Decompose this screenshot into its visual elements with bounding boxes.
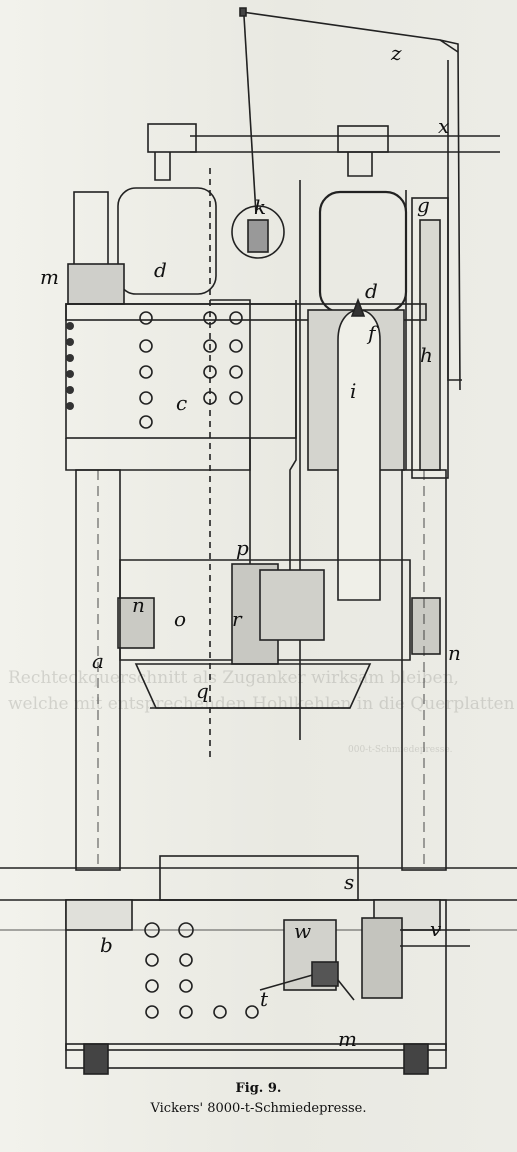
label-d-right: d	[365, 279, 378, 303]
label-k: k	[254, 195, 266, 219]
bleedthrough-text-small: 000-t-Schmiedepresse.	[348, 745, 453, 755]
forging-press-drawing: z x k g d d m f h c i p r n n o a q s b …	[0, 7, 517, 1075]
label-n-right: n	[448, 641, 461, 665]
bleedthrough-text-line-2: welche mit entsprechenden Hohlkehlen in …	[8, 694, 515, 714]
label-n-left: n	[132, 593, 145, 617]
label-o: o	[174, 607, 186, 631]
label-t: t	[260, 987, 269, 1011]
figure-caption: Vickers' 8000-t-Schmiedepresse.	[150, 1101, 367, 1116]
label-b: b	[100, 933, 113, 957]
label-m-upper: m	[40, 265, 59, 289]
label-h: h	[420, 343, 433, 367]
label-v: v	[430, 917, 442, 941]
label-m-lower: m	[338, 1027, 357, 1051]
label-x: x	[438, 114, 449, 138]
label-g: g	[417, 193, 430, 217]
label-p: p	[236, 536, 249, 560]
label-a: a	[92, 649, 104, 673]
label-i: i	[350, 379, 356, 403]
label-w: w	[294, 919, 311, 943]
figure-number: Fig. 9.	[235, 1081, 282, 1096]
label-c: c	[176, 391, 187, 415]
label-q: q	[196, 679, 209, 703]
label-r: r	[232, 607, 243, 631]
label-z: z	[390, 41, 402, 65]
label-d-left: d	[154, 258, 167, 282]
label-s: s	[344, 870, 354, 894]
